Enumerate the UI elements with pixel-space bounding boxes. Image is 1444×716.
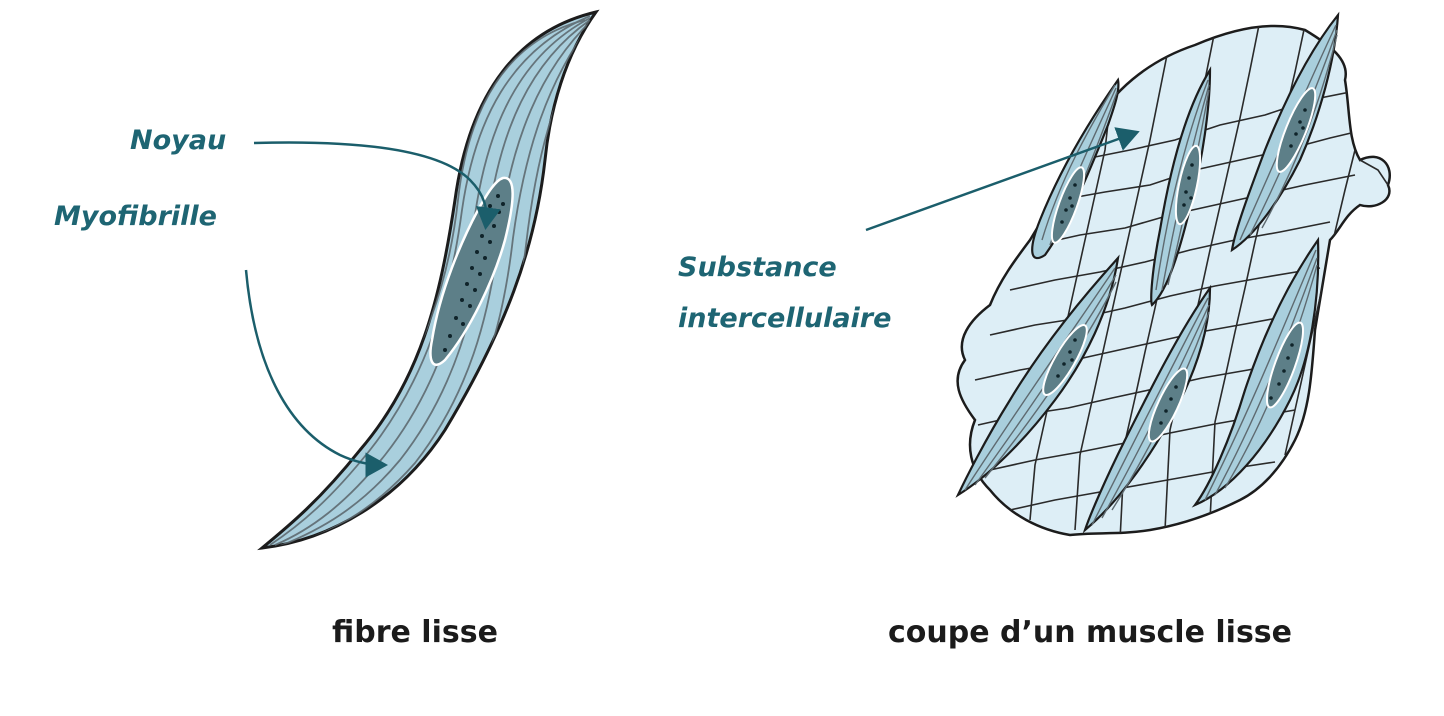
substance-arrow bbox=[865, 127, 1140, 232]
spindle-cell bbox=[955, 254, 1120, 498]
tissue-outline bbox=[956, 24, 1391, 537]
smooth-fiber bbox=[257, 9, 600, 551]
right-caption: coupe d’un muscle lisse bbox=[888, 615, 1293, 650]
spindle-cell bbox=[1031, 77, 1120, 260]
spindle-cell bbox=[1082, 284, 1212, 534]
substance-label-line1: Substance bbox=[678, 252, 837, 283]
myofibrille-arrow bbox=[244, 269, 388, 478]
substance-label-line2: intercellulaire bbox=[678, 303, 892, 334]
spindle-cell bbox=[1191, 236, 1320, 508]
muscle-section bbox=[955, 11, 1391, 537]
spindle-cell bbox=[1230, 11, 1340, 253]
spindle-cells bbox=[955, 11, 1340, 534]
spindle-cell bbox=[1150, 66, 1212, 307]
left-caption: fibre lisse bbox=[332, 615, 498, 650]
noyau-arrow bbox=[253, 141, 501, 230]
myofibrille-label: Myofibrille bbox=[54, 201, 217, 232]
noyau-label: Noyau bbox=[130, 125, 227, 156]
